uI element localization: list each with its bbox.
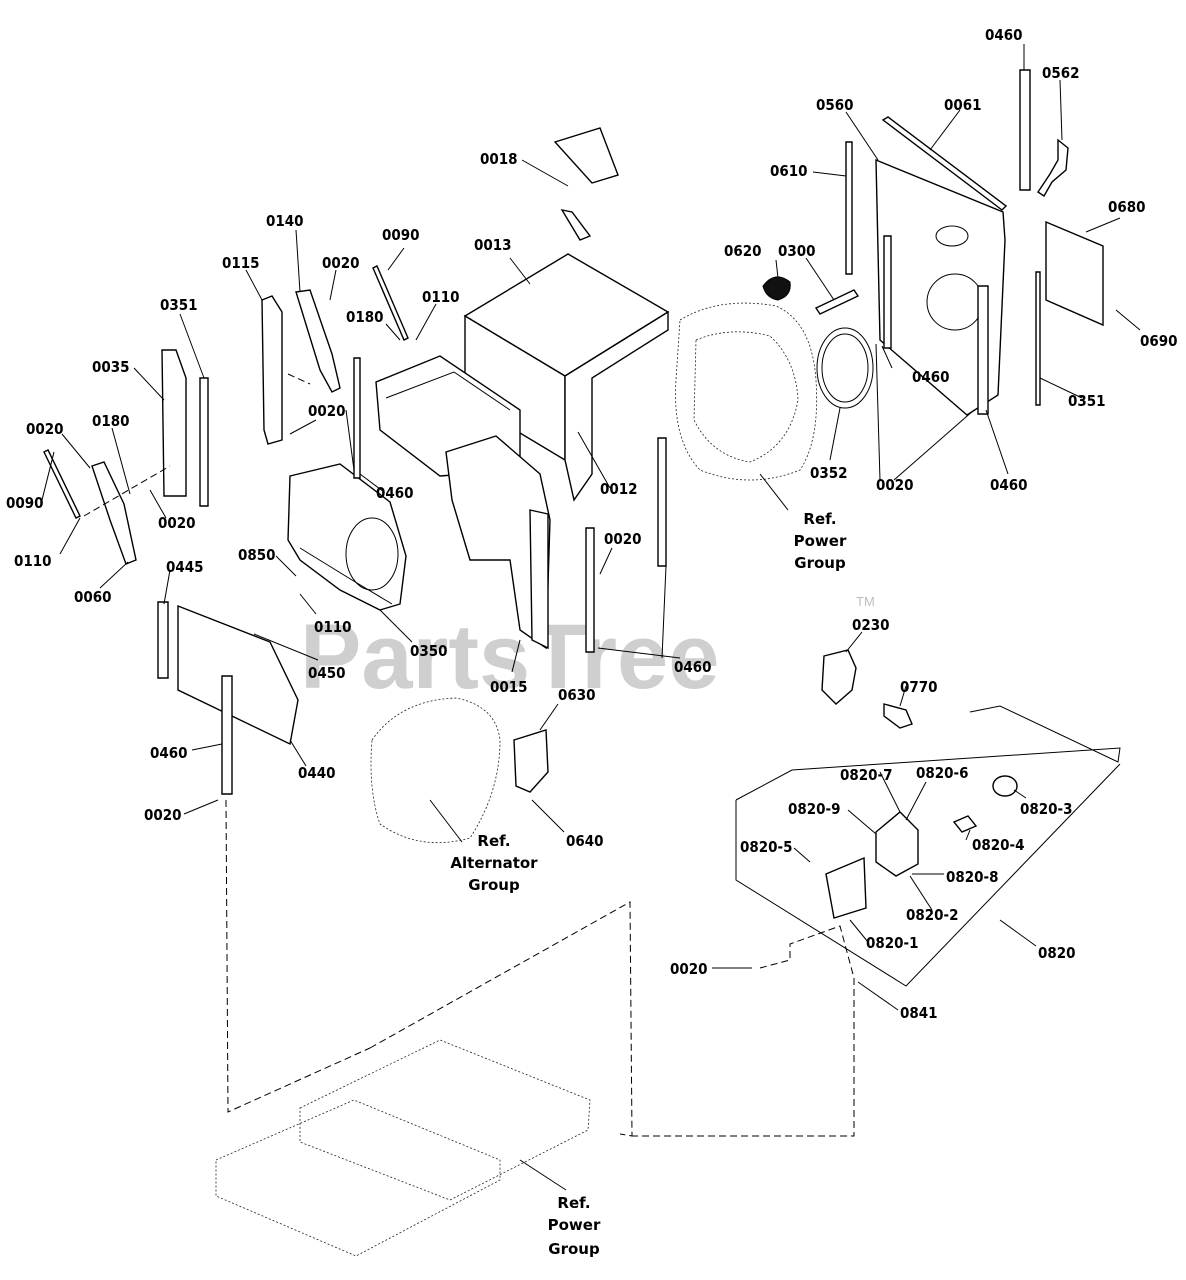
- label-0820: 0820: [1038, 944, 1076, 962]
- label-0020: 0020: [322, 254, 360, 272]
- label-0820-5: 0820-5: [740, 838, 793, 856]
- ref-power-group-bottom-line2: Power: [548, 1216, 601, 1234]
- label-0850: 0850: [238, 546, 276, 564]
- ref-power-group-bottom-line3: Group: [548, 1240, 600, 1258]
- label-0090: 0090: [382, 226, 420, 244]
- ref-labels: Ref. Power Group Ref. Alternator Group R…: [450, 510, 847, 1258]
- label-0090: 0090: [6, 494, 44, 512]
- label-0640: 0640: [566, 832, 604, 850]
- label-0061: 0061: [944, 96, 982, 114]
- label-0820-2: 0820-2: [906, 906, 959, 924]
- label-0020: 0020: [158, 514, 196, 532]
- label-0020: 0020: [144, 806, 182, 824]
- label-0110: 0110: [422, 288, 460, 306]
- label-0015: 0015: [490, 678, 528, 696]
- label-0450: 0450: [308, 664, 346, 682]
- label-0020: 0020: [604, 530, 642, 548]
- label-0350: 0350: [410, 642, 448, 660]
- label-0180: 0180: [346, 308, 384, 326]
- label-0460: 0460: [150, 744, 188, 762]
- label-0020: 0020: [876, 476, 914, 494]
- label-0820-8: 0820-8: [946, 868, 999, 886]
- part-labels: 0460 0562 0560 0061 0610 0680 0018 0620 …: [6, 26, 1178, 1022]
- ref-alternator-group-line3: Group: [468, 876, 520, 894]
- label-0690: 0690: [1140, 332, 1178, 350]
- label-0460: 0460: [912, 368, 950, 386]
- label-0680: 0680: [1108, 198, 1146, 216]
- label-0352: 0352: [810, 464, 848, 482]
- ref-alternator-group-line1: Ref.: [477, 832, 510, 850]
- label-0620: 0620: [724, 242, 762, 260]
- label-0820-6: 0820-6: [916, 764, 969, 782]
- label-0018: 0018: [480, 150, 518, 168]
- label-0820-7: 0820-7: [840, 766, 893, 784]
- label-0013: 0013: [474, 236, 512, 254]
- label-0460: 0460: [985, 26, 1023, 44]
- label-0351: 0351: [1068, 392, 1106, 410]
- label-0770: 0770: [900, 678, 938, 696]
- label-0841: 0841: [900, 1004, 938, 1022]
- watermark: PartsTree: [300, 606, 719, 708]
- label-0180: 0180: [92, 412, 130, 430]
- label-0460: 0460: [376, 484, 414, 502]
- label-0110: 0110: [314, 618, 352, 636]
- label-0820-1: 0820-1: [866, 934, 919, 952]
- label-0140: 0140: [266, 212, 304, 230]
- label-0610: 0610: [770, 162, 808, 180]
- label-0445: 0445: [166, 558, 204, 576]
- label-0460: 0460: [990, 476, 1028, 494]
- leader-lines: [41, 44, 1141, 1191]
- ref-power-group-top-line1: Ref.: [803, 510, 836, 528]
- label-0630: 0630: [558, 686, 596, 704]
- label-0020: 0020: [670, 960, 708, 978]
- label-0820-4: 0820-4: [972, 836, 1025, 854]
- label-0230: 0230: [852, 616, 890, 634]
- label-0012: 0012: [600, 480, 638, 498]
- label-0351: 0351: [160, 296, 198, 314]
- label-0060: 0060: [74, 588, 112, 606]
- label-0110: 0110: [14, 552, 52, 570]
- label-0562: 0562: [1042, 64, 1080, 82]
- ref-alternator-group-line2: Alternator: [450, 854, 538, 872]
- ref-power-group-top-line3: Group: [794, 554, 846, 572]
- label-0560: 0560: [816, 96, 854, 114]
- ref-power-group-bottom-line1: Ref.: [557, 1194, 590, 1212]
- label-0460: 0460: [674, 658, 712, 676]
- label-0020: 0020: [26, 420, 64, 438]
- label-0820-3: 0820-3: [1020, 800, 1073, 818]
- part-graphics: [43, 69, 1121, 1257]
- ref-power-group-top-line2: Power: [794, 532, 847, 550]
- label-0035: 0035: [92, 358, 130, 376]
- label-0115: 0115: [222, 254, 260, 272]
- label-0440: 0440: [298, 764, 336, 782]
- label-0020: 0020: [308, 402, 346, 420]
- label-0300: 0300: [778, 242, 816, 260]
- watermark-trademark: TM: [856, 594, 875, 609]
- label-0820-9: 0820-9: [788, 800, 841, 818]
